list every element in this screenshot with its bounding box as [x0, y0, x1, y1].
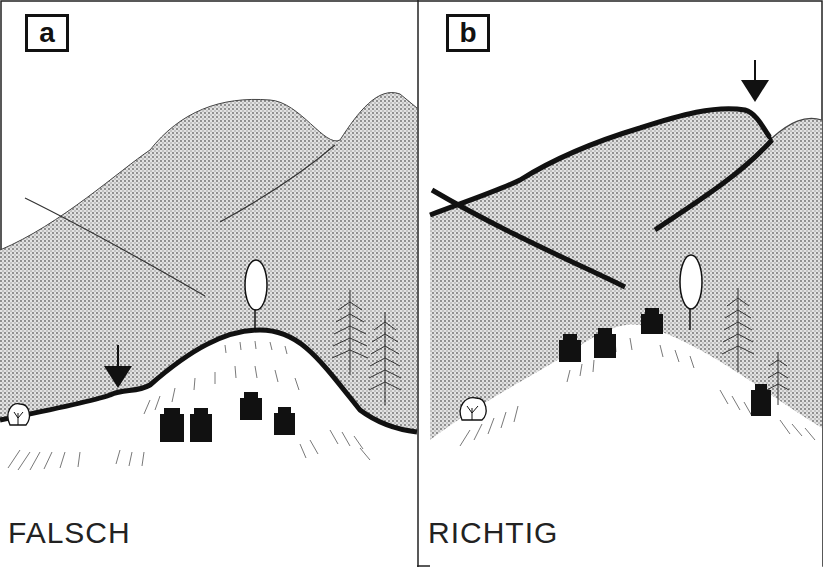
divider	[417, 0, 419, 567]
verdict-label: RICHTIG	[428, 518, 558, 548]
panel-letter-box: a	[25, 14, 69, 52]
panel-letter: b	[459, 19, 476, 47]
verdict-label: FALSCH	[8, 518, 131, 548]
panel-a-landscape	[0, 93, 417, 567]
panel-letter: a	[39, 19, 55, 47]
panel-b-landscape	[430, 60, 822, 567]
panel-letter-box: b	[446, 14, 490, 52]
